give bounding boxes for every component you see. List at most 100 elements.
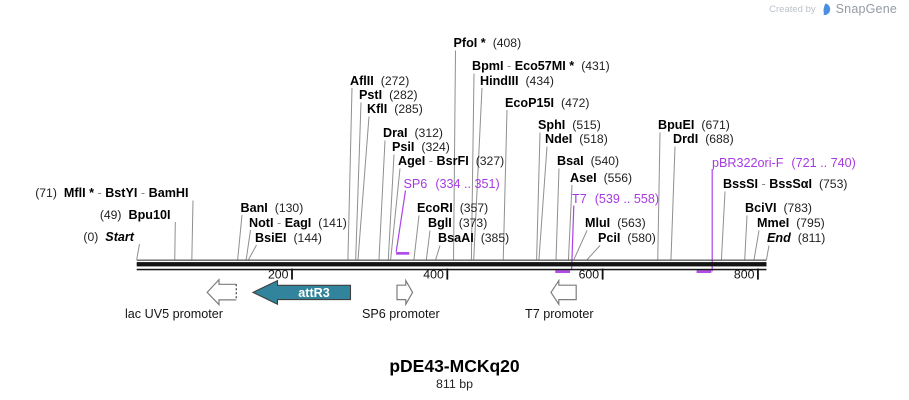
site-label-BssSI[interactable]: BssSI - BssSαI(753) [723, 178, 847, 191]
enzyme-name: BpuEI [658, 118, 695, 132]
site-label-MmeI[interactable]: MmeI(795) [757, 217, 825, 230]
enzyme-name: PfoI * [453, 36, 486, 50]
site-label-BanI[interactable]: BanI(130) [241, 200, 304, 215]
enzyme-name: AseI [570, 170, 597, 185]
enzyme-name: PstI [359, 88, 383, 102]
site-label-Bpu10I[interactable]: (49)Bpu10I [99, 207, 171, 222]
primer-range: (334 .. 351) [435, 176, 500, 191]
primer-label-T7[interactable]: T7(539 .. 558) [572, 191, 660, 206]
feature-arrow-sp6-promoter[interactable] [396, 278, 414, 307]
site-label-AflII[interactable]: AflII(272) [350, 74, 409, 88]
leader-line-End [765, 245, 770, 260]
site-position: (518) [579, 132, 608, 146]
site-label-End[interactable]: End(811) [767, 232, 825, 245]
enzyme-name: DrdI [673, 132, 699, 146]
enzyme-name: DraI [383, 126, 408, 140]
site-label-AseI[interactable]: AseI(556) [570, 170, 632, 185]
primer-label-SP6[interactable]: SP6(334 .. 351) [404, 176, 500, 191]
site-position: (408) [492, 36, 522, 50]
site-label-MluI[interactable]: MluI(563) [585, 217, 646, 230]
leader-line-PfoI [453, 50, 456, 260]
separator: - [94, 186, 106, 200]
enzyme-name: EcoP15I [505, 95, 555, 110]
site-label-Start[interactable]: (0) Start [83, 229, 134, 244]
leader-line-BciVI [744, 215, 748, 260]
site-position: (0) [83, 229, 99, 244]
feature-caption-t7-promoter[interactable]: T7 promoter [525, 307, 594, 321]
site-label-BsaAI[interactable]: BsaAI(385) [438, 232, 509, 245]
site-label-PfoI[interactable]: PfoI * (408) [454, 37, 522, 50]
leader-line-PsiI [387, 154, 395, 260]
site-position: (373) [458, 216, 488, 230]
enzyme-name: BsaI [557, 154, 584, 168]
title-block: pDE43-MCKq20 811 bp [0, 357, 909, 392]
backbone-top-line [136, 259, 767, 261]
site-label-PsiI[interactable]: PsiI(324) [392, 141, 450, 154]
primer-range: (539 .. 558) [594, 191, 660, 206]
site-label-EcoRI[interactable]: EcoRI(357) [417, 202, 488, 215]
leader-line-HindIII [473, 87, 483, 260]
site-position: (130) [274, 200, 304, 215]
site-label-BglI[interactable]: BglI(373) [428, 217, 487, 230]
leader-line-AflII [347, 87, 353, 260]
site-label-EcoP15I[interactable]: EcoP15I (472) [505, 95, 590, 110]
ruler-number-200: 200 [268, 268, 289, 282]
feature-arrow-attr3[interactable] [251, 279, 352, 306]
leader-line-MflI [191, 200, 194, 260]
enzyme-name: Start [105, 229, 134, 244]
site-position: (472) [561, 95, 590, 110]
site-position: (141) [318, 215, 347, 230]
site-label-DrdI[interactable]: DrdI(688) [673, 133, 734, 146]
feature-arrow-t7-promoter[interactable] [550, 278, 577, 307]
site-label-BciVI[interactable]: BciVI(783) [745, 202, 812, 215]
site-label-BpuEI[interactable]: BpuEI(671) [658, 119, 730, 132]
site-label-NdeI[interactable]: NdeI (518) [545, 133, 608, 146]
feature-attr3-label[interactable]: attR3 [298, 285, 330, 300]
leader-line-BsiEI [248, 244, 257, 260]
site-label-SphI[interactable]: SphI(515) [538, 119, 601, 132]
plasmid-name: pDE43-MCKq20 [389, 356, 520, 376]
enzyme-name: PciI [598, 231, 621, 245]
primer-region-T7[interactable] [555, 270, 571, 273]
site-position: (515) [572, 118, 601, 132]
separator: - [425, 154, 437, 168]
site-label-KflI[interactable]: KflI(285) [367, 103, 423, 116]
leader-line-BpmI [470, 73, 475, 260]
site-label-MflI[interactable]: (71)MflI * - BstYI - BamHI [35, 187, 188, 200]
site-label-BsiEI[interactable]: BsiEI(144) [255, 230, 322, 245]
site-label-BpmI[interactable]: BpmI - Eco57MI *(431) [472, 60, 610, 73]
ruler-number-600: 600 [579, 268, 600, 282]
primer-region-SP6[interactable] [396, 252, 410, 255]
site-position: (783) [783, 201, 812, 215]
leader-line-SphI [536, 132, 541, 260]
site-label-NotI[interactable]: NotI - EagI(141) [249, 215, 347, 230]
leader-line-BpuEI [657, 132, 661, 260]
site-label-BsaI[interactable]: BsaI(540) [557, 155, 619, 168]
leader-line-NdeI [538, 146, 548, 260]
primer-label-pBR322ori-F[interactable]: pBR322ori-F(721 .. 740) [712, 156, 856, 170]
enzyme-name: NdeI [545, 132, 573, 146]
site-position: (357) [459, 201, 489, 215]
site-position: (49) [99, 207, 122, 222]
site-position: (144) [293, 230, 322, 245]
separator: - [758, 177, 770, 191]
site-label-AgeI[interactable]: AgeI - BsrFI(327) [398, 155, 504, 168]
primer-region-pBR322ori-F[interactable] [696, 270, 712, 273]
leader-line-EcoRI [413, 215, 420, 260]
leader-line-BsaAI [435, 245, 441, 260]
feature-caption-sp6-promoter[interactable]: SP6 promoter [362, 307, 440, 321]
feature-caption-lac-uv5-promoter[interactable]: lac UV5 promoter [125, 307, 223, 321]
site-label-DraI[interactable]: DraI(312) [383, 127, 443, 140]
ruler-number-800: 800 [734, 268, 755, 282]
enzyme-name: KflI [367, 102, 388, 116]
site-label-HindIII[interactable]: HindIII(434) [480, 74, 554, 88]
feature-arrow-lac-uv5-promoter[interactable] [206, 278, 237, 307]
separator: - [273, 215, 285, 230]
enzyme-name: BsrFI [436, 154, 469, 168]
site-position: (282) [389, 88, 418, 102]
leader-line-AgeI [390, 168, 401, 260]
site-label-PstI[interactable]: PstI (282) [359, 89, 418, 102]
site-label-PciI[interactable]: PciI(580) [598, 232, 656, 245]
backbone-bar[interactable] [136, 262, 767, 267]
